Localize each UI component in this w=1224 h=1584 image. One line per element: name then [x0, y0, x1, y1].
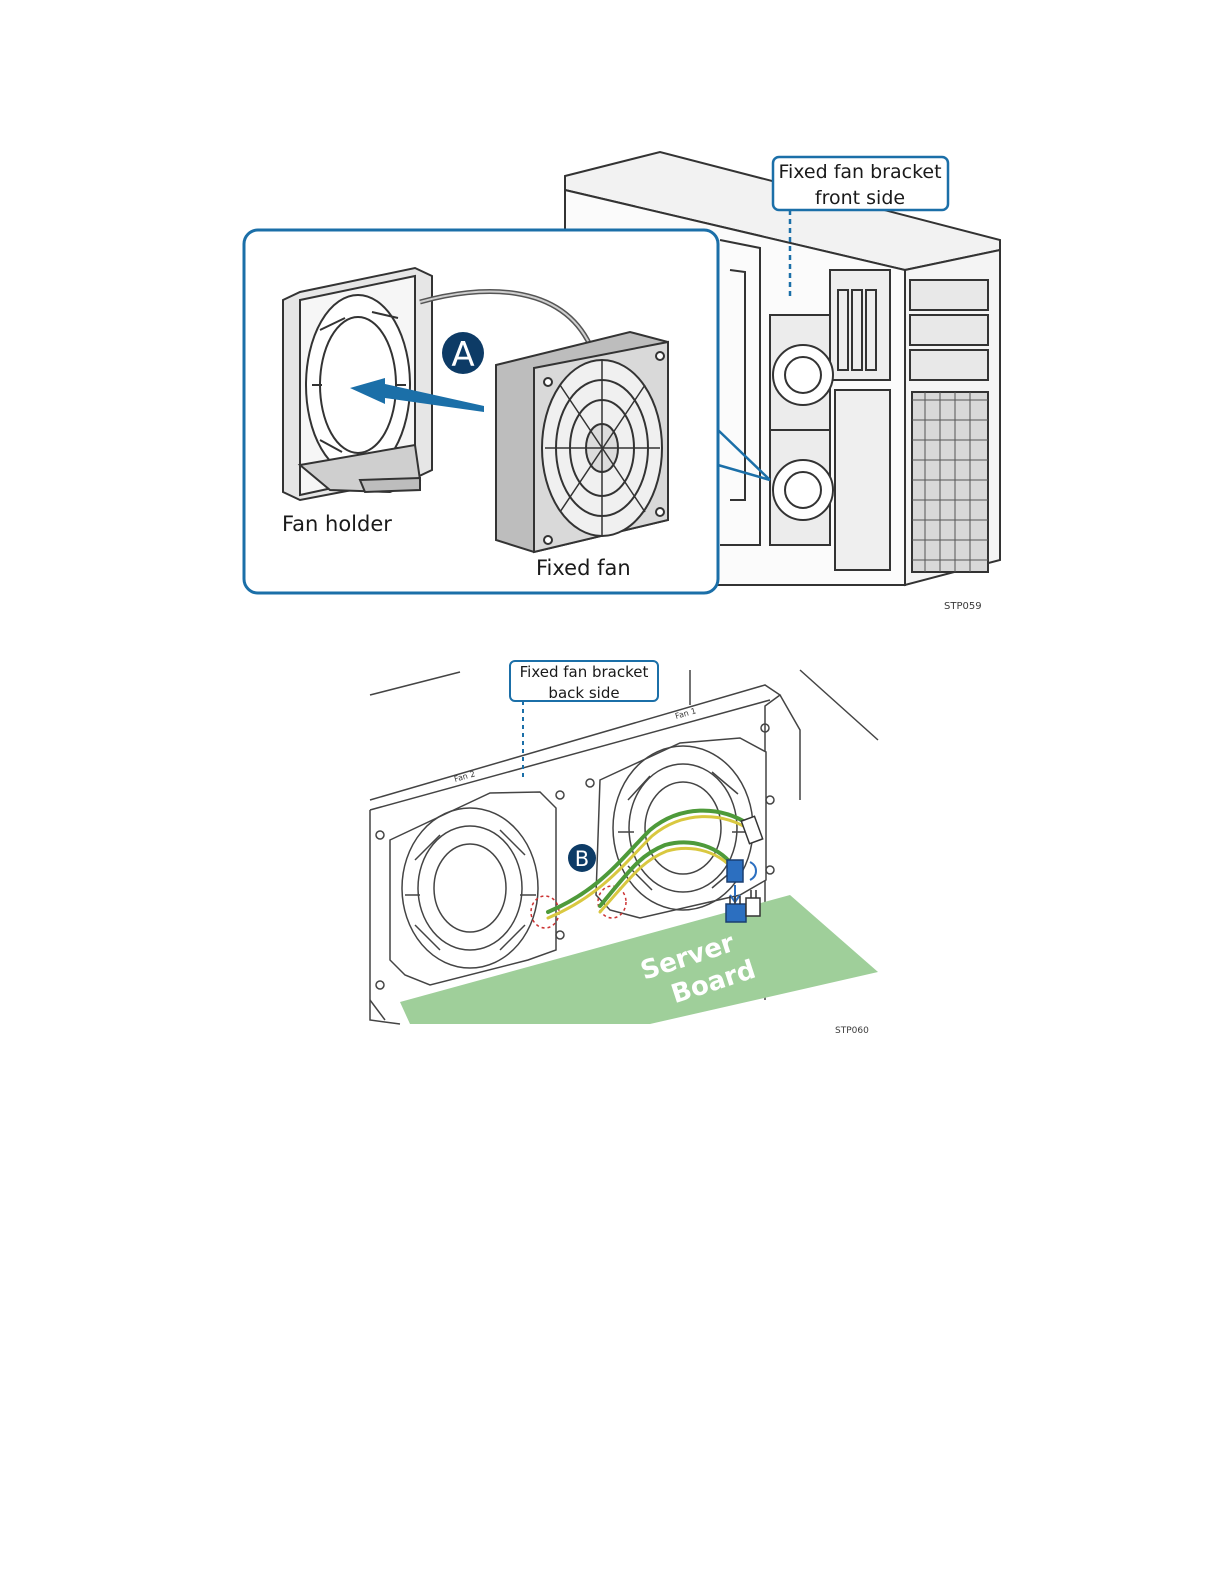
figure-2-code: STP060 — [835, 1026, 869, 1036]
marker-a-label: A — [451, 335, 474, 375]
fixed-fan-label: Fixed fan — [536, 556, 631, 580]
figure-1-code: STP059 — [944, 601, 982, 612]
fixed-fan-drawing — [496, 332, 668, 552]
callout-back-side: Fixed fan bracket back side — [510, 661, 658, 778]
cable-connector-blue — [727, 860, 743, 882]
fan-holder-label: Fan holder — [282, 512, 392, 536]
callout-back-line2: back side — [548, 684, 619, 702]
fan1-label: Fan 1 — [674, 706, 697, 721]
fan-holder-drawing — [283, 268, 432, 500]
marker-b-label: B — [575, 847, 589, 871]
callout-front-line1: Fixed fan bracket — [778, 161, 941, 183]
figure-2-back-view: Fan 2 Fan 1 Server Board B — [370, 661, 878, 1036]
callout-back-line1: Fixed fan bracket — [520, 663, 649, 681]
figure-1-front-view: A Fan holder Fixed fan Fixed fan bracket… — [244, 152, 1000, 612]
callout-front-line2: front side — [815, 187, 905, 209]
